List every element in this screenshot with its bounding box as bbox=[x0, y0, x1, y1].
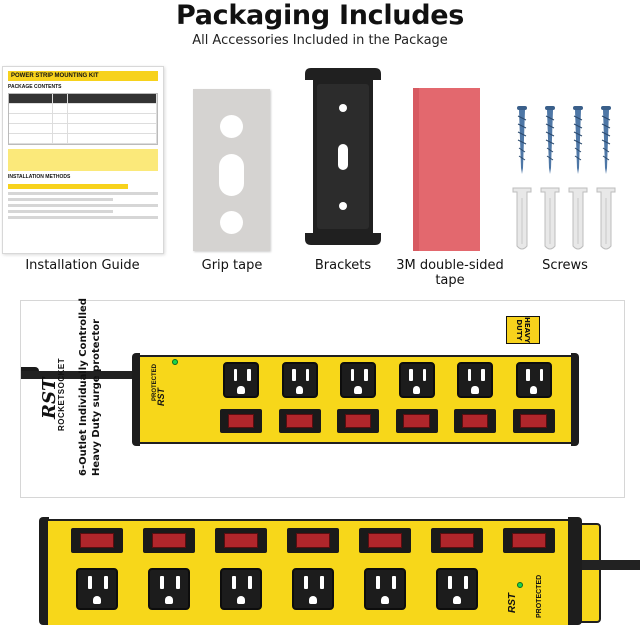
outlet-bottom-6 bbox=[436, 568, 478, 610]
page-title: Packaging Includes bbox=[175, 0, 465, 31]
label-brackets: Brackets bbox=[314, 258, 372, 273]
outlet-top-6 bbox=[515, 362, 552, 398]
switch-bottom-6[interactable] bbox=[431, 528, 483, 553]
product-caption: 6-Outlet Individually Controlled Heavy D… bbox=[78, 298, 102, 476]
label-grip-tape: Grip tape bbox=[201, 258, 263, 273]
switch-bottom-3[interactable] bbox=[215, 528, 267, 553]
guide-table bbox=[8, 93, 158, 145]
grip-tape-image bbox=[193, 89, 270, 251]
switch-top-4[interactable] bbox=[395, 409, 438, 433]
switch-bottom-4[interactable] bbox=[287, 528, 339, 553]
switch-top-6[interactable] bbox=[512, 409, 555, 433]
switch-top-5[interactable] bbox=[454, 409, 496, 433]
switch-top-3[interactable] bbox=[337, 409, 379, 433]
switch-bottom-2[interactable] bbox=[143, 528, 195, 553]
outlet-top-5 bbox=[457, 362, 493, 398]
label-double-sided-tape: 3M double-sided tape bbox=[396, 258, 504, 288]
product-card: RST ROCKETSOCKET 6-Outlet Individually C… bbox=[20, 298, 625, 623]
label-installation-guide: Installation Guide bbox=[25, 258, 140, 273]
page-subtitle: All Accessories Included in the Package bbox=[192, 33, 448, 48]
outlet-top-2 bbox=[281, 362, 318, 398]
outlet-bottom-2 bbox=[148, 568, 190, 610]
guide-note-box bbox=[8, 149, 158, 171]
protected-led bbox=[172, 359, 178, 365]
outlet-top-3 bbox=[340, 362, 376, 398]
outlet-top-4 bbox=[398, 362, 435, 398]
outlet-top-1 bbox=[223, 362, 259, 398]
double-sided-tape-image bbox=[413, 88, 480, 251]
switch-top-2[interactable] bbox=[278, 409, 321, 433]
guide-package-contents: PACKAGE CONTENTS bbox=[8, 84, 62, 90]
protected-label-bottom: PROTECTED bbox=[536, 574, 543, 618]
switch-bottom-1[interactable] bbox=[71, 528, 123, 553]
protected-led-bottom bbox=[517, 582, 523, 588]
outlet-bottom-5 bbox=[364, 568, 406, 610]
bracket-image bbox=[305, 68, 381, 245]
guide-installation-methods: INSTALLATION METHODS bbox=[8, 174, 71, 180]
label-screws: Screws bbox=[542, 258, 588, 273]
outlet-bottom-3 bbox=[220, 568, 262, 610]
installation-guide-sheet: POWER STRIP MOUNTING KIT PACKAGE CONTENT… bbox=[2, 66, 164, 254]
switch-bottom-master[interactable] bbox=[503, 528, 555, 553]
screws-image bbox=[512, 106, 616, 250]
switch-top-1[interactable] bbox=[220, 409, 262, 433]
heavy-duty-badge: HEAVY DUTY bbox=[506, 316, 540, 344]
outlet-bottom-4 bbox=[292, 568, 334, 610]
switch-bottom-5[interactable] bbox=[359, 528, 411, 553]
guide-heading: POWER STRIP MOUNTING KIT bbox=[8, 71, 158, 81]
brand-name: ROCKETSOCKET bbox=[57, 357, 66, 431]
outlet-bottom-1 bbox=[76, 568, 118, 610]
